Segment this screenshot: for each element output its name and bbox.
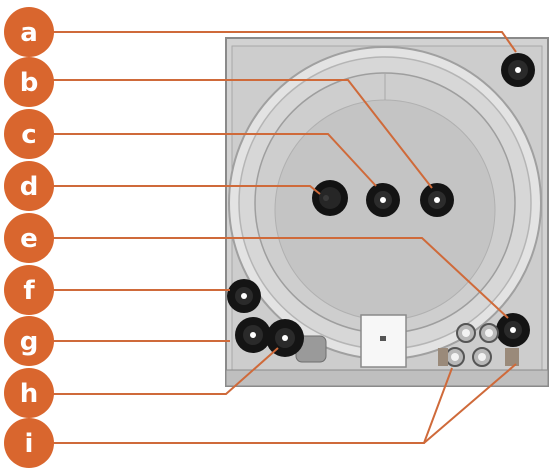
fitting-d [312,180,348,216]
svg-text:g: g [20,327,39,357]
badge-d: d [4,161,54,211]
badge-b: b [4,57,54,107]
svg-text:f: f [23,276,35,306]
svg-text:d: d [20,172,39,202]
badge-i: i [4,418,54,468]
svg-text:c: c [21,120,36,150]
svg-text:h: h [20,379,39,409]
label-badges: a b c d e f g h i [4,7,54,468]
svg-text:e: e [20,224,38,254]
badge-a: a [4,7,54,57]
fitting-c [366,183,400,217]
badge-h: h [4,368,54,418]
fitting-f [227,279,261,313]
fitting-b [420,183,454,217]
badge-g: g [4,316,54,366]
badge-f: f [4,265,54,315]
svg-text:a: a [20,18,38,48]
badge-e: e [4,213,54,263]
front-panel-plate [361,315,406,367]
svg-text:i: i [25,429,34,459]
fitting-h [266,319,304,357]
fitting-a [501,53,535,87]
fitting-g [235,317,271,353]
svg-text:b: b [20,68,39,98]
fitting-e [496,313,530,347]
badge-c: c [4,109,54,159]
